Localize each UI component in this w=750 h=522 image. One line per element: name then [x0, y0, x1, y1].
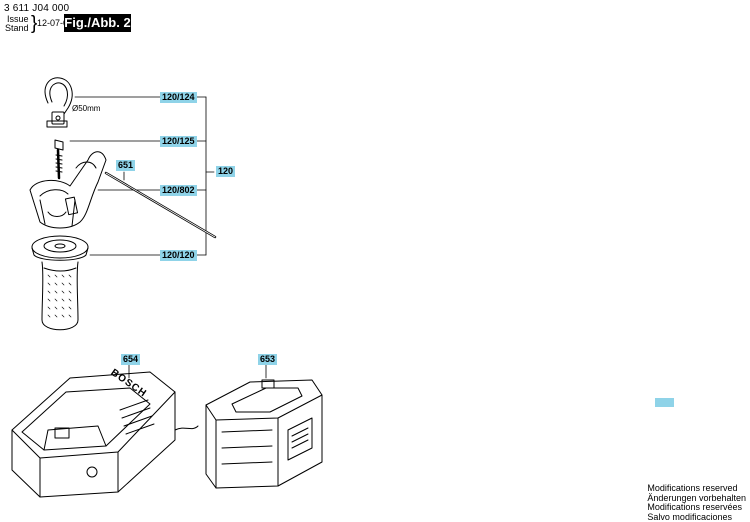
brace-glyph: } — [31, 13, 38, 34]
callout-653: 653 — [258, 354, 278, 365]
notice-line-de: Änderungen vorbehalten — [647, 492, 746, 503]
diameter-label: Ø50mm — [72, 104, 101, 113]
callout-120: 120 — [216, 166, 236, 177]
notice-line-en: Modifications reserved — [647, 483, 738, 493]
notice-line-fr: Modifications reservées — [647, 502, 742, 512]
callout-651: 651 — [116, 160, 136, 171]
callout-120-120: 120/120 — [160, 250, 197, 261]
issue-label-line1: Issue — [7, 14, 29, 24]
callout-120-124: 120/124 — [160, 92, 197, 103]
notice-line-es: Salvo modificaciones — [647, 511, 732, 522]
marker-swatch — [655, 398, 674, 407]
issue-label-line2: Stand — [5, 23, 29, 33]
leader-lines — [69, 96, 267, 379]
part-number: 3 611 J04 000 — [4, 3, 70, 14]
charger-drawing — [11, 371, 199, 498]
battery-drawing — [205, 379, 323, 489]
figure-label: Fig./Abb. 2 — [64, 14, 131, 32]
screw-drawing — [54, 139, 64, 180]
issue-label: Issue Stand — [5, 15, 29, 33]
issue-date: 12-07-04 — [37, 18, 74, 28]
clamp-ring-drawing — [44, 77, 73, 128]
side-handle-drawing — [31, 235, 89, 331]
grip-texture — [47, 274, 72, 318]
callout-120-802: 120/802 — [160, 185, 197, 196]
handle-clamp-drawing — [29, 151, 107, 229]
depth-rod-drawing — [104, 171, 217, 239]
callout-654: 654 — [121, 354, 141, 365]
modifications-notice: Modifications reserved Änderungen vorbeh… — [647, 483, 746, 522]
callout-120-125: 120/125 — [160, 136, 197, 147]
